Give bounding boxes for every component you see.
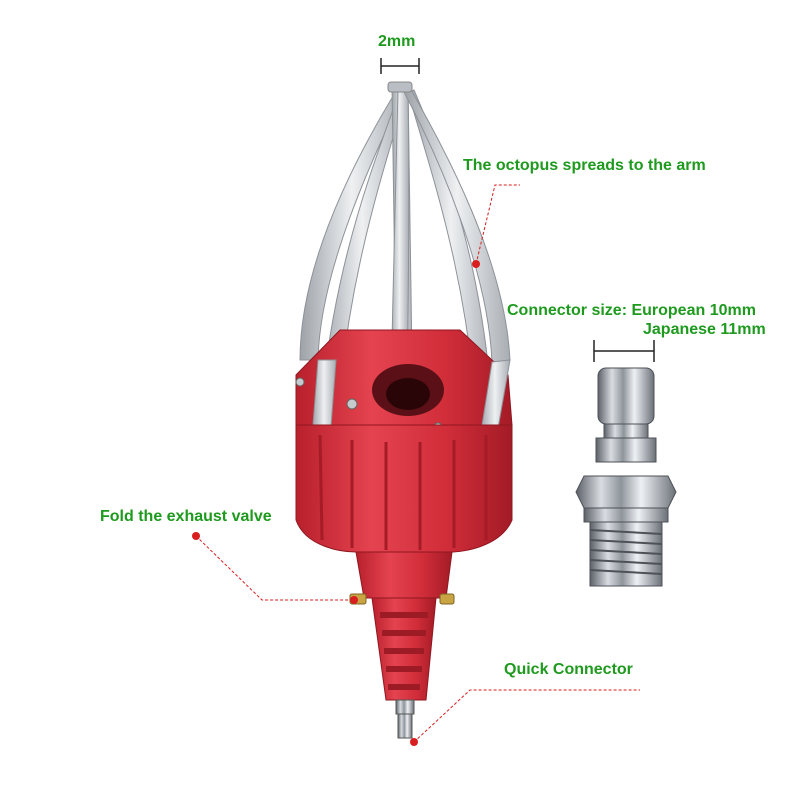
label-connector-size: Connector size: European 10mm xyxy=(507,302,756,319)
callouts xyxy=(195,184,640,743)
red-handle xyxy=(371,597,437,701)
callout-dot-exhaust-end xyxy=(350,596,358,604)
arm-tip xyxy=(387,81,413,93)
label-octopus: The octopus spreads to the arm xyxy=(463,157,706,174)
connector-dimension xyxy=(593,340,655,362)
callout-line-exhaust xyxy=(195,535,352,601)
exhaust-pin-right xyxy=(439,593,455,605)
label-quick-connector: Quick Connector xyxy=(504,661,633,678)
width-dimension xyxy=(380,58,420,74)
callout-dot-octopus xyxy=(472,260,480,268)
callout-dot-quick xyxy=(410,738,418,746)
red-body xyxy=(295,424,513,599)
callout-line-octopus xyxy=(475,184,520,265)
arm-left-outer xyxy=(299,87,405,361)
label-connector-japanese: Japanese 11mm xyxy=(643,321,766,338)
bottom-connector xyxy=(395,699,415,739)
quick-coupler xyxy=(575,367,677,587)
callout-line-quick xyxy=(413,689,640,743)
label-width: 2mm xyxy=(378,33,416,50)
label-exhaust: Fold the exhaust valve xyxy=(100,508,272,525)
callout-dot-exhaust-start xyxy=(192,532,200,540)
